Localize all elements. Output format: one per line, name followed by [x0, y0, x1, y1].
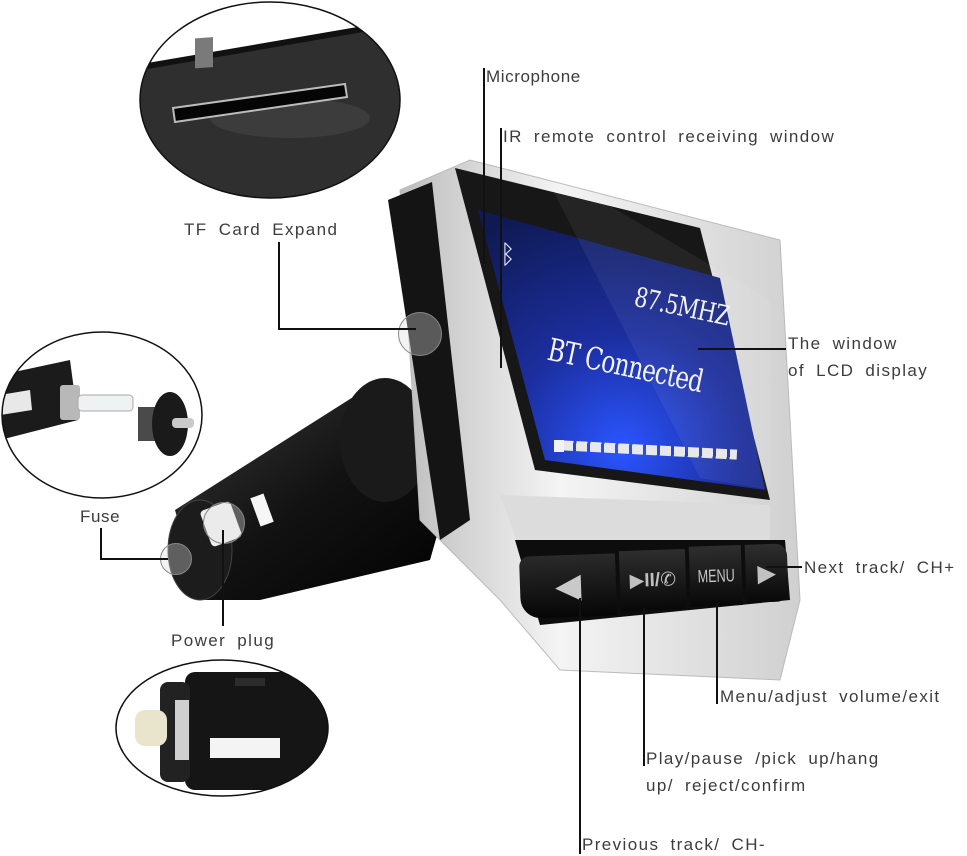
lcd-progress-bar [561, 440, 738, 460]
plug-body [167, 378, 470, 601]
lcd-label-line2: of LCD display [788, 361, 929, 380]
tf-card-leader-h [278, 328, 416, 330]
lcd-leader [698, 348, 786, 350]
plug-inset [115, 659, 329, 797]
fuse-label: Fuse [80, 507, 121, 526]
next-track-button[interactable]: ▶ [744, 543, 789, 603]
fuse-inset [1, 331, 203, 499]
play-label-line2: up/ reject/confirm [646, 776, 807, 795]
play-pause-call-button[interactable]: ▶II/✆ [618, 548, 687, 612]
ir-window-label: IR remote control receiving window [503, 127, 836, 146]
lcd-progress-head [554, 440, 564, 452]
play-label-line1: Play/pause /pick up/hang [646, 749, 880, 768]
play-leader [643, 608, 645, 766]
next-icon: ▶ [756, 559, 777, 587]
button-row: ◀ ▶II/✆ MENU ▶ [518, 543, 791, 624]
fuse-leader-h [100, 558, 168, 560]
power-plug-leader [222, 530, 224, 626]
play-pause-call-icon: ▶II/✆ [629, 568, 677, 592]
lcd-status: BT Connected [544, 332, 707, 400]
prev-track-leader [579, 598, 581, 854]
next-track-leader [766, 566, 802, 568]
menu-button[interactable]: MENU [688, 544, 743, 607]
previous-icon: ◀ [554, 566, 582, 606]
lcd-frequency: 87.5MHZ [631, 282, 732, 333]
fuse-leader-v [100, 528, 102, 560]
microphone-leader [483, 68, 485, 264]
tf-card-leader-v [278, 242, 280, 330]
lcd-screen: ᛒ 87.5MHZ BT Connected [480, 210, 770, 470]
microphone-label: Microphone [486, 67, 581, 86]
tf-card-inset [139, 1, 401, 199]
ir-window-leader [500, 128, 502, 368]
next-track-label: Next track/ CH+ [804, 558, 956, 577]
tf-card-label: TF Card Expand [184, 220, 339, 239]
lcd-label-line1: The window [788, 334, 898, 353]
bluetooth-icon: ᛒ [500, 240, 516, 270]
menu-leader [716, 604, 718, 704]
menu-icon: MENU [696, 564, 735, 587]
menu-label: Menu/adjust volume/exit [720, 687, 941, 706]
power-plug-highlight [203, 502, 245, 544]
tf-slot-highlight [398, 312, 442, 356]
power-plug-label: Power plug [171, 631, 276, 650]
previous-track-button[interactable]: ◀ [518, 553, 618, 619]
prev-track-label: Previous track/ CH- [582, 835, 766, 854]
